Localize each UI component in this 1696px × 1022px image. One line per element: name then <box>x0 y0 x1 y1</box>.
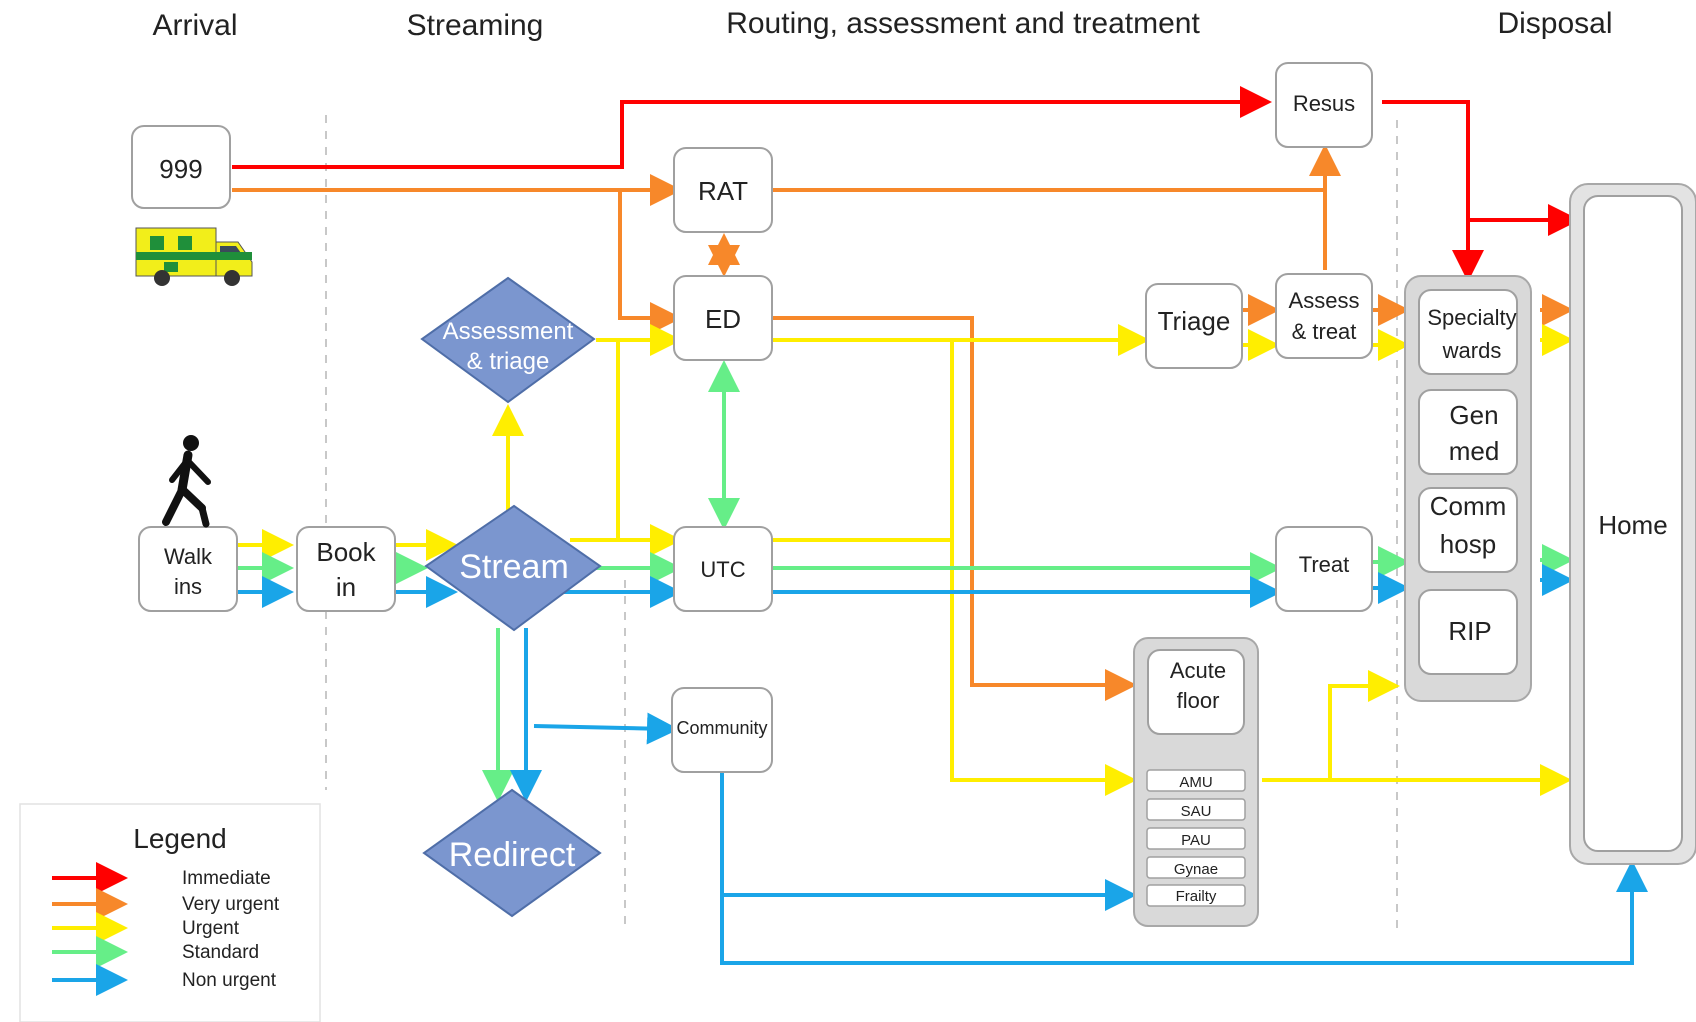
label-assess-treat-1: Assess <box>1289 288 1360 313</box>
label-utc: UTC <box>700 557 745 582</box>
label-walk-ins-1: Walk <box>164 544 213 569</box>
column-separators <box>325 115 1398 930</box>
diamond-stream <box>424 504 602 632</box>
node-ed <box>673 275 773 361</box>
acute-unit-sau <box>1146 798 1246 821</box>
header-streaming: Streaming <box>407 9 544 42</box>
acute-unit-gynae <box>1146 856 1246 879</box>
flow-ed-acute-urgent <box>950 340 1137 796</box>
legend-box <box>19 803 321 1022</box>
label-comm-hosp-2: hosp <box>1440 529 1496 559</box>
label-assess-treat-2: & treat <box>1292 319 1357 344</box>
acute-unit-pau <box>1146 827 1246 850</box>
node-assess-treat <box>1275 273 1373 359</box>
label-acute-floor-1: Acute <box>1170 658 1226 683</box>
label-triage: Triage <box>1158 306 1231 336</box>
walking-person-icon <box>162 435 211 528</box>
label-book-in-2: in <box>336 572 356 602</box>
label-amu: AMU <box>1179 774 1212 791</box>
flow-stream-community <box>533 712 679 745</box>
label-home: Home <box>1598 510 1667 540</box>
legend-label-1: Very urgent <box>182 894 280 915</box>
flow-999-ed <box>618 190 682 334</box>
ambulance-icon <box>135 227 253 286</box>
node-rip <box>1418 589 1518 675</box>
label-sau: SAU <box>1181 803 1212 820</box>
legend-label-3: Standard <box>182 942 259 963</box>
node-resus <box>1275 62 1373 148</box>
flow-acute-wards <box>1328 670 1400 780</box>
label-frailty: Frailty <box>1176 888 1217 905</box>
label-rat: RAT <box>698 176 748 206</box>
flow-stream-ed-urgent <box>570 340 620 542</box>
node-home <box>1583 195 1683 852</box>
label-assessment-2: & triage <box>467 348 550 375</box>
node-rat <box>673 147 773 233</box>
flow-ed-acute <box>773 316 1137 701</box>
flow-resus-specialty <box>1382 100 1484 282</box>
label-gen-med-2: med <box>1449 436 1500 466</box>
label-treat: Treat <box>1299 552 1350 577</box>
label-assessment-1: Assessment <box>443 318 574 345</box>
flow-community-home <box>720 860 1648 965</box>
label-rip: RIP <box>1448 616 1491 646</box>
label-book-in-1: Book <box>316 537 376 567</box>
node-community <box>671 687 773 773</box>
legend-label-4: Non urgent <box>182 970 277 991</box>
node-999 <box>131 125 231 209</box>
label-ed: ED <box>705 304 741 334</box>
legend-label-0: Immediate <box>182 868 271 889</box>
node-book-in <box>296 526 396 612</box>
flow-lines <box>232 86 1648 965</box>
node-treat <box>1275 526 1373 612</box>
acute-unit-frailty <box>1146 884 1246 907</box>
label-pau: PAU <box>1181 832 1211 849</box>
legend-label-2: Urgent <box>182 918 240 939</box>
label-stream: Stream <box>459 548 569 586</box>
label-resus: Resus <box>1293 91 1355 116</box>
flow-999-resus <box>232 86 1272 169</box>
label-comm-hosp-1: Comm <box>1430 491 1507 521</box>
diamond-redirect <box>422 788 602 918</box>
legend-title: Legend <box>133 823 226 854</box>
label-specialty-2: wards <box>1442 338 1502 363</box>
header-arrival: Arrival <box>152 9 237 42</box>
label-999: 999 <box>159 154 202 184</box>
node-acute-floor <box>1147 649 1245 735</box>
label-specialty-1: Specialty <box>1427 305 1516 330</box>
node-specialty-wards <box>1418 289 1518 375</box>
acute-unit-amu <box>1146 769 1246 792</box>
diamond-assessment-triage <box>420 276 596 404</box>
label-community: Community <box>676 718 767 738</box>
node-gen-med <box>1418 389 1518 475</box>
label-acute-floor-2: floor <box>1177 688 1220 713</box>
node-triage <box>1145 283 1243 369</box>
label-gynae: Gynae <box>1174 861 1218 878</box>
flow-community-frailty <box>720 772 1137 911</box>
label-redirect: Redirect <box>449 836 576 874</box>
node-comm-hosp <box>1418 487 1518 573</box>
node-utc <box>673 526 773 612</box>
header-routing: Routing, assessment and treatment <box>726 7 1200 40</box>
label-walk-ins-2: ins <box>174 574 202 599</box>
label-gen-med-1: Gen <box>1449 400 1498 430</box>
node-walk-ins <box>138 526 238 612</box>
header-disposal: Disposal <box>1497 7 1612 40</box>
